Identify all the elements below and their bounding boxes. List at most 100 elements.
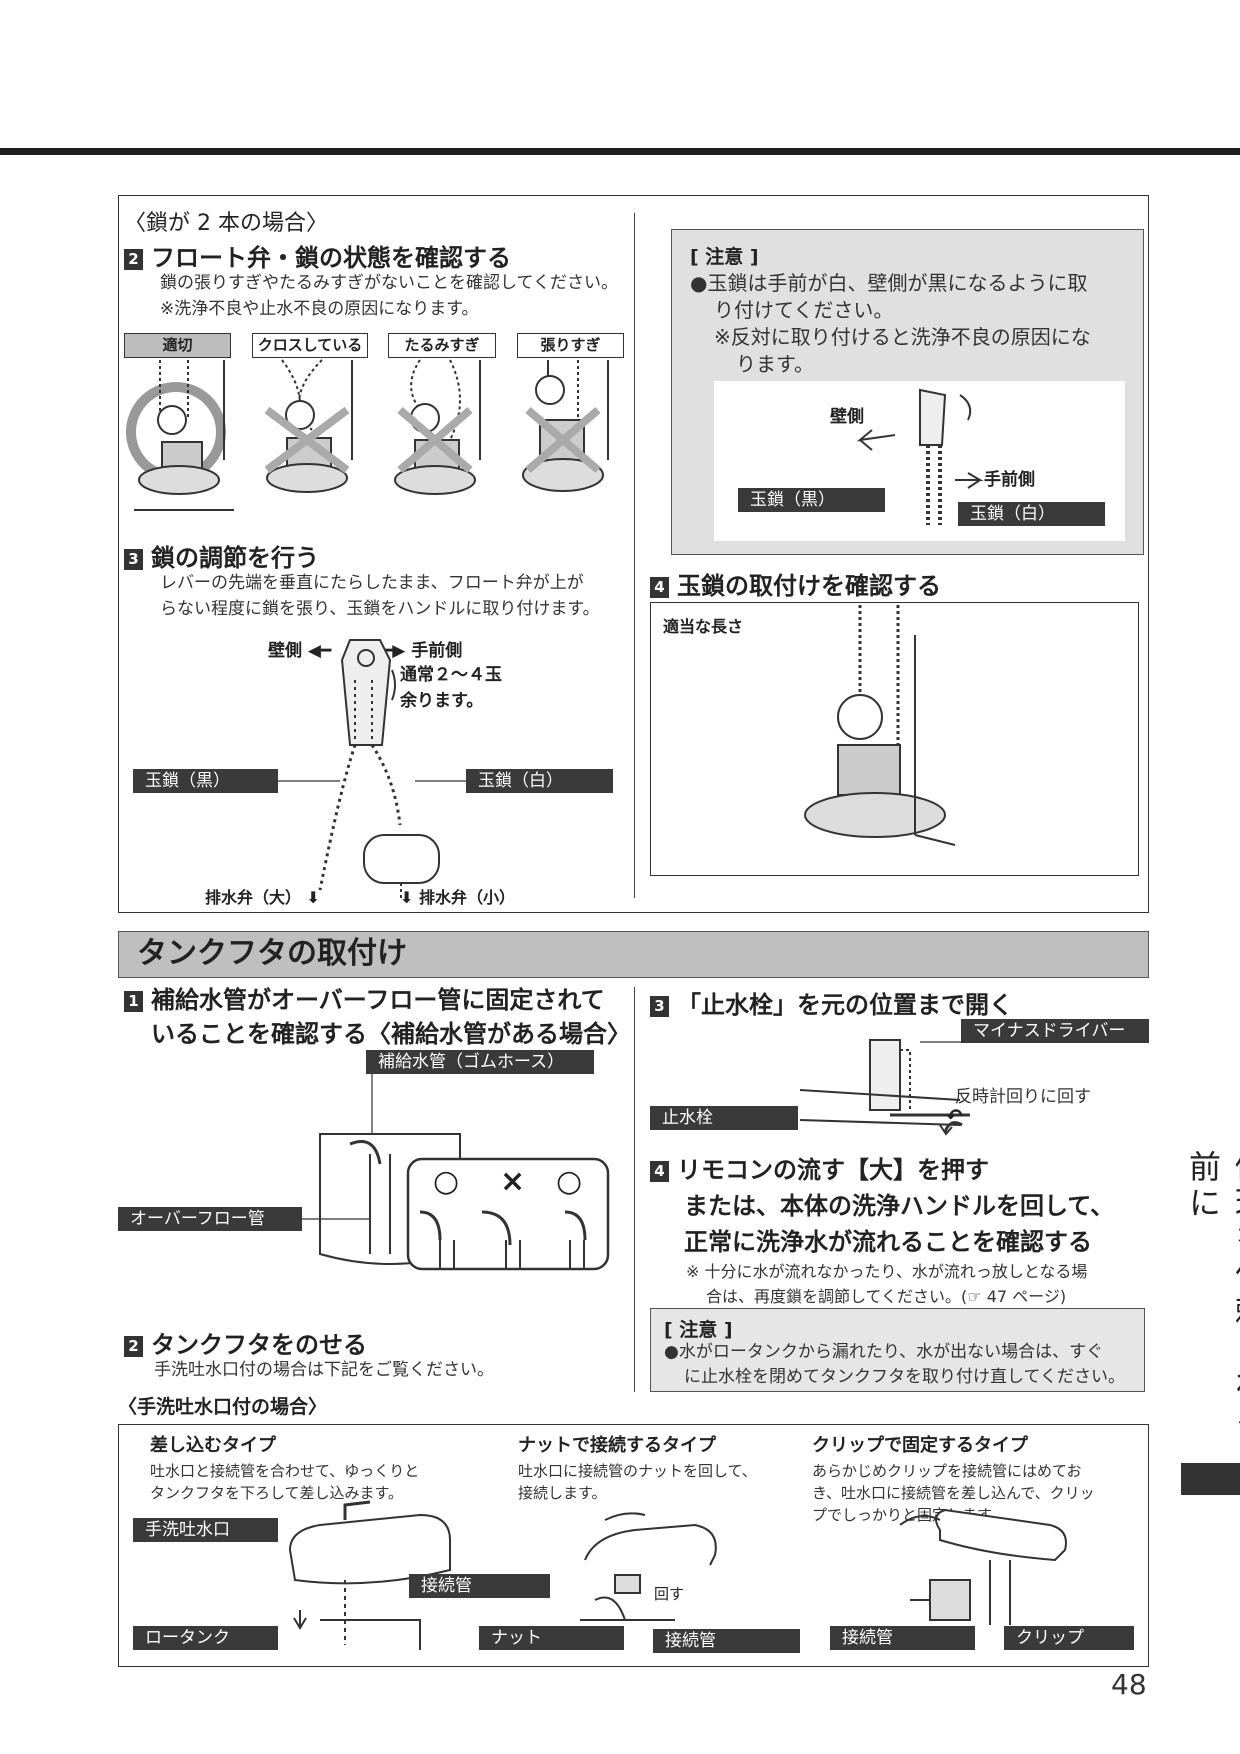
caution-front-side: 手前側 [984, 470, 1035, 490]
step-number: 4 [650, 1161, 669, 1182]
note-line: 余ります。 [400, 691, 484, 711]
case-title: 〈鎖が 2 本の場合〉 [124, 211, 328, 236]
caution-chain-black: 玉鎖（黒） [738, 488, 885, 512]
tank-step2-title: 2 タンクフタをのせる [124, 1325, 367, 1360]
clip-type-illustration [899, 1508, 1067, 1625]
step2-desc: 鎖の張りすぎやたるみすぎがないことを確認してください。 ※洗浄不良や止水不良の原… [160, 270, 618, 322]
step2-title: 2 フロート弁・鎖の状態を確認する [124, 238, 511, 273]
caution-wall-side: 壁側 [830, 407, 864, 427]
caution-title: [ 注意 ] [690, 246, 759, 268]
type-desc: あらかじめクリップを接続管にはめてお [812, 1462, 1082, 1480]
chain-section-frame [118, 195, 1149, 913]
top-rule [0, 148, 1240, 155]
valve-slack-illustration [394, 359, 481, 495]
type-insert: 差し込むタイプ 吐水口と接続管を合わせて、ゆっくりと タンクフタを下ろして差し込… [150, 1431, 419, 1504]
step-title-text: リモコンの流す【大】を押す [677, 1156, 989, 1184]
note-line: ※ 十分に水が流れなかったり、水が流れっ放しとなる場 [686, 1262, 1088, 1281]
step-title-text: タンクフタをのせる [151, 1331, 367, 1359]
screwdriver-label: マイナスドライバー [961, 1019, 1149, 1043]
step-title-text: 正常に洗浄水が流れることを確認する [684, 1228, 1092, 1256]
caution-text: ●玉鎖は手前が白、壁側が黒になるように取 り付けてください。 ※反対に取り付ける… [690, 270, 1091, 378]
step3-title: 3 鎖の調節を行う [124, 538, 319, 573]
caution-line: に止水栓を閉めてタンクフタを取り付け直してください。 [684, 1367, 1125, 1387]
valve-crossed-illustration [264, 359, 353, 493]
rotate-icon: ↶ [946, 1104, 963, 1128]
step3-desc: レバーの先端を垂直にたらしたまま、フロート弁が上が らない程度に鎖を張り、玉鎖を… [160, 570, 600, 622]
caution-chain-illustration [856, 388, 984, 525]
step-title-text: 鎖の調節を行う [151, 544, 319, 572]
drain-large-label: 排水弁（大） ⬇ [205, 888, 320, 907]
caution-title: [ 注意 ] [664, 1319, 733, 1341]
step-number: 2 [124, 249, 143, 270]
type-nut: ナットで接続するタイプ 吐水口に接続管のナットを回して、 接続します。 [518, 1431, 757, 1504]
desc-line: ※洗浄不良や止水不良の原因になります。 [160, 299, 479, 319]
step-title-text: フロート弁・鎖の状態を確認する [151, 244, 511, 272]
step4-valve-illustration [804, 605, 956, 846]
step4-title: 4 玉鎖の取付けを確認する [650, 566, 941, 601]
tag-proper: 適切 [124, 333, 231, 358]
arrow-left-icon: ◀━ [307, 641, 332, 661]
column-divider [634, 987, 635, 1392]
step-title-text: 玉鎖の取付けを確認する [677, 572, 941, 600]
ok-mark-2: ○ [556, 1164, 583, 1199]
step4-illustration-frame [650, 602, 1139, 876]
ok-mark-1: ○ [433, 1164, 460, 1199]
rotate-ccw-text: 反時計回りに回す [955, 1087, 1091, 1107]
connect-pipe-label-3: 接続管 [830, 1626, 975, 1650]
chain-black-label: 玉鎖（黒） [133, 769, 278, 793]
desc-line: 鎖の張りすぎやたるみすぎがないことを確認してください。 [160, 273, 618, 293]
type-desc: 接続します。 [518, 1484, 607, 1502]
step4-caption: 適当な長さ [663, 617, 744, 636]
valve-proper-illustration [126, 360, 234, 511]
caution-text: ●水がロータンクから漏れたり、水が出ない場合は、すぐ に止水栓を閉めてタンクフタ… [664, 1340, 1125, 1390]
caution-line: ※反対に取り付けると洗浄不良の原因にな [714, 325, 1091, 349]
step-number: 3 [650, 996, 669, 1017]
step-number: 1 [124, 991, 143, 1012]
hose-positions-illustration [419, 1210, 587, 1270]
step-number: 3 [124, 549, 143, 570]
side-tab-marker [1181, 1463, 1240, 1495]
faucet-case-title: 〈手洗吐水口付の場合〉 [118, 1396, 328, 1418]
caution-line: り付けてください。 [714, 298, 894, 322]
type-title: ナットで接続するタイプ [518, 1435, 716, 1456]
step-number: 2 [124, 1336, 143, 1357]
type-desc: タンクフタを下ろして差し込みます。 [150, 1484, 404, 1502]
type-desc: 吐水口と接続管を合わせて、ゆっくりと [150, 1462, 420, 1480]
low-tank-label: ロータンク [133, 1626, 278, 1650]
nut-label: ナット [479, 1626, 624, 1650]
connect-pipe-label-1: 接続管 [409, 1574, 550, 1598]
desc-line: らない程度に鎖を張り、玉鎖をハンドルに取り付けます。 [160, 599, 600, 619]
chain-white-label: 玉鎖（白） [466, 769, 613, 793]
spout-label: 手洗吐水口 [133, 1518, 278, 1542]
note-line: 合は、再度鎖を調節してください。(☞ 47 ページ) [706, 1287, 1067, 1306]
caution-line: ります。 [736, 352, 814, 376]
step-title-text: いることを確認する〈補給水管がある場合〉 [151, 1020, 631, 1048]
valve-illustrations [126, 359, 609, 511]
arrow-down-icon: ⬇ [400, 888, 414, 907]
caution-line: ●水がロータンクから漏れたり、水が出ない場合は、すぐ [664, 1342, 1104, 1362]
note-line: 通常２～４玉 [400, 665, 502, 685]
stop-valve-label: 止水栓 [650, 1106, 798, 1130]
connect-pipe-label-2: 接続管 [653, 1629, 800, 1653]
overflow-illustration [302, 1074, 610, 1271]
step-title-text: 「止水栓」を元の位置まで開く [677, 991, 1013, 1019]
type-title: 差し込むタイプ [150, 1435, 276, 1456]
caution-box-tank [650, 1308, 1145, 1392]
drain-small-label: ⬇ 排水弁（小） [400, 888, 515, 907]
side-tab-text: 修理を依頼される前に [1184, 1150, 1240, 1438]
nut-type-illustration [580, 1512, 717, 1621]
clip-label: クリップ [1004, 1626, 1134, 1650]
caution-line: ●玉鎖は手前が白、壁側が黒になるように取 [690, 271, 1088, 295]
type-desc: 吐水口に接続管のナットを回して、 [518, 1462, 757, 1480]
faucet-types-frame [118, 1424, 1149, 1667]
tank-step4-note: ※ 十分に水が流れなかったり、水が流れっ放しとなる場 合は、再度鎖を調節してくだ… [686, 1259, 1087, 1309]
overflow-pipe-label: オーバーフロー管 [118, 1207, 302, 1231]
ng-mark: × [500, 1164, 526, 1199]
arrow-down-icon: ⬇ [306, 888, 320, 907]
tag-crossed: クロスしている [252, 333, 368, 358]
rotate-text: 回す [654, 1585, 685, 1603]
step-number: 4 [650, 577, 669, 598]
page-number: 48 [1111, 1668, 1147, 1701]
